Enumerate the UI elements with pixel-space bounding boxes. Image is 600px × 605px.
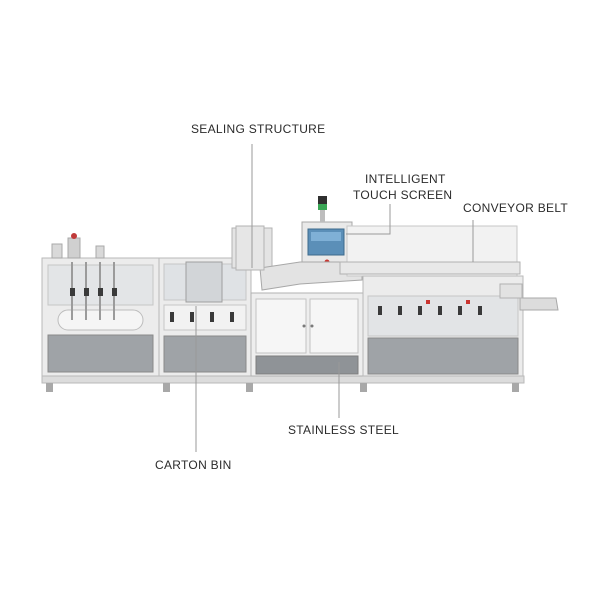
conveyor-belt-label: CONVEYOR BELT [463,201,569,215]
touch-screen-label-line2: TOUCH SCREEN [353,188,453,202]
stainless-steel-label: STAINLESS STEEL [288,423,399,437]
machine-feet [46,383,519,392]
touch-screen-label-line1: INTELLIGENT [365,172,446,186]
touch-screen-leader-line [346,204,391,235]
callout-leader-lines [195,144,474,452]
machine-base-rail [41,375,525,384]
sealing-structure-label: SEALING STRUCTURE [191,122,326,136]
conveyor-module [339,225,559,377]
carton-bin-label: CARTON BIN [155,458,232,472]
left-module [41,233,160,377]
touch-screen-unit [301,196,353,269]
sealing-structure [235,225,363,291]
stainless-steel-cabinet [250,292,364,377]
